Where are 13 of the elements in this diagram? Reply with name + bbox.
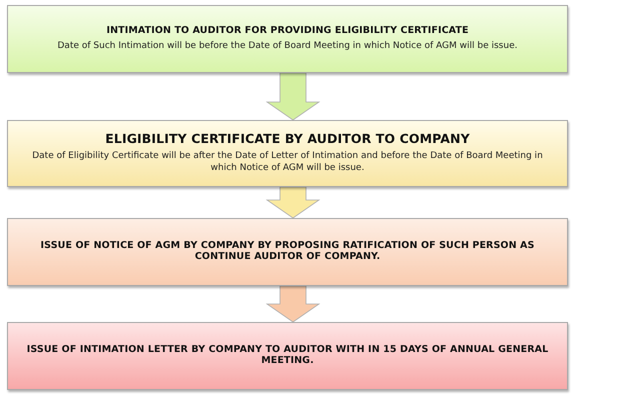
process-box [7,5,568,73]
box-heading: INTIMATION TO AUDITOR FOR PROVIDING ELIGIBILITY CERTIFICATE [106,26,469,37]
box-description: Date of Such Intimation will be before the Date of Board Meeting in which Notice of AGM will be issue. [58,40,518,52]
box-heading: ISSUE OF INTIMATION LETTER BY COMPANY TO AUDITOR WITH IN 15 DAYS OF ANNUAL GENERAL MEETING. [26,345,550,367]
box-heading: ELIGIBILITY CERTIFICATE BY AUDITOR TO COMPANY [105,132,470,147]
block-arrow [266,186,320,218]
block-arrow [266,72,320,120]
box-description: Date of Eligibility Certificate will be after the Date of Letter of Intimation and before the Date of Board Meeting in which Notice of AGM will be issue. [31,150,544,175]
box-heading: ISSUE OF NOTICE OF AGM BY COMPANY BY PROPOSING RATIFICATION OF SUCH PERSON AS CONTINUE AUDITOR OF COMPANY. [40,241,536,263]
process-box [7,218,568,286]
process-box [7,120,568,187]
process-box [7,322,568,390]
block-arrow [266,286,320,322]
